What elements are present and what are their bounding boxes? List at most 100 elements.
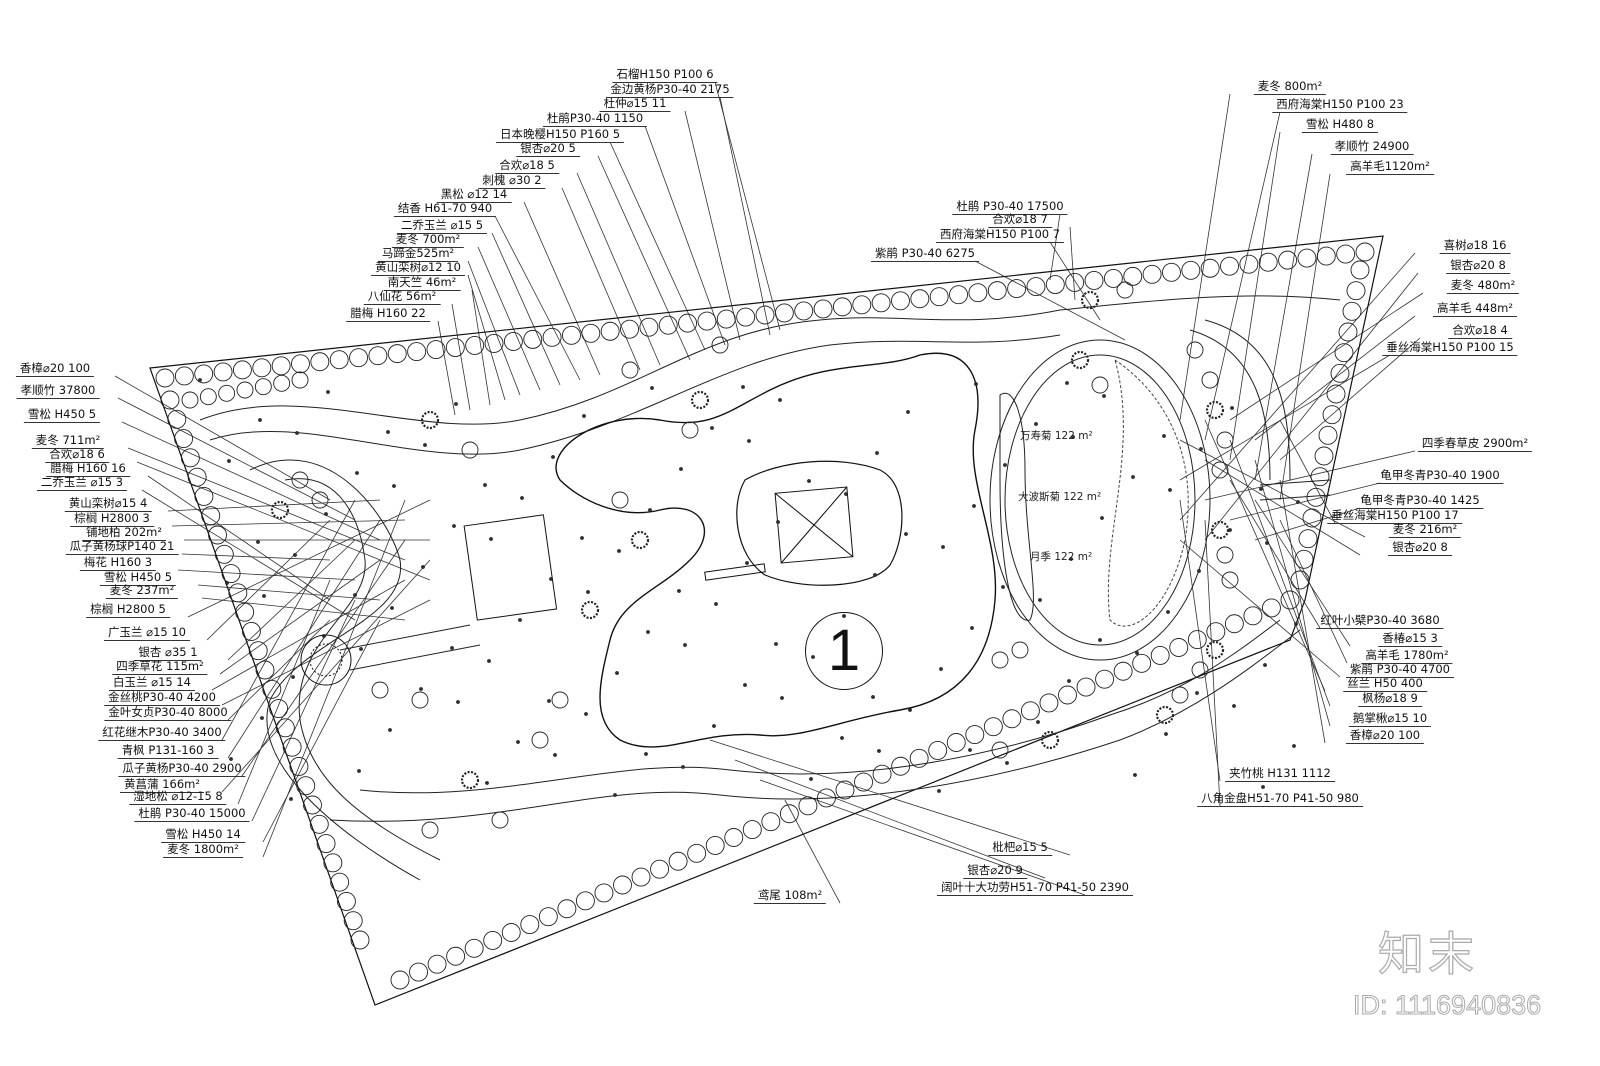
tree-icon <box>501 923 521 942</box>
tree-icon <box>1007 279 1027 299</box>
tree-icon <box>551 691 569 709</box>
leader-line <box>467 260 521 396</box>
tree-icon <box>465 336 485 355</box>
leader-line <box>117 397 356 521</box>
leader-line <box>127 447 406 561</box>
tree-icon <box>658 315 678 335</box>
tree-icon <box>1221 571 1239 589</box>
tree-icon <box>270 500 290 520</box>
shrub-icon <box>1166 610 1170 614</box>
tree-icon <box>1132 653 1152 673</box>
tree-icon <box>1205 640 1225 660</box>
tree-icon <box>1297 248 1317 268</box>
shrub-icon <box>487 659 491 663</box>
leader-line <box>1049 213 1061 281</box>
tree-icon <box>580 600 600 620</box>
shrub-icon <box>1067 679 1071 683</box>
shrub-icon <box>260 716 264 720</box>
plant-label: 棕榈 H2800 3 <box>70 512 154 527</box>
leader-line <box>974 260 1126 341</box>
shrub-icon <box>485 781 489 785</box>
plant-label: 白玉兰 ⌀15 14 <box>108 676 196 691</box>
tree-icon <box>491 811 509 829</box>
tree-icon <box>1294 549 1314 569</box>
shrub-symbols <box>198 378 1300 801</box>
tree-icon <box>446 946 466 966</box>
shrub-icon <box>293 553 297 557</box>
plant-label: 银杏⌀20 9 <box>963 864 1027 879</box>
tree-icon <box>705 835 725 855</box>
tree-icon <box>330 872 350 892</box>
leader-line <box>1279 479 1326 744</box>
tree-icon <box>1302 508 1322 528</box>
shrub-icon <box>258 418 262 422</box>
shrub-icon <box>840 736 844 740</box>
shrub-icon <box>1228 528 1232 532</box>
plant-label: 雪松 H450 5 <box>23 408 101 423</box>
leader-line <box>1229 292 1424 421</box>
leader-line <box>1179 499 1221 782</box>
leader-line <box>784 799 841 904</box>
tree-icon <box>991 741 1009 759</box>
shrub-icon <box>450 646 454 650</box>
tree-icon <box>1095 669 1115 689</box>
shrub-icon <box>1034 422 1038 426</box>
tree-icon <box>1298 529 1318 549</box>
shrub-icon <box>456 700 460 704</box>
tree-icon <box>991 651 1009 669</box>
leader-line <box>709 739 1071 856</box>
shrub-icon <box>968 748 972 752</box>
tree-icon <box>174 366 194 386</box>
leader-line <box>121 421 381 541</box>
tree-icon <box>269 699 289 719</box>
tree-icon <box>411 691 429 709</box>
tree-icon <box>1116 281 1134 299</box>
tree-icon <box>987 281 1007 301</box>
tree-icon <box>761 812 781 832</box>
shrub-icon <box>939 667 943 671</box>
zone-label-marigold: 万寿菊 122 m² <box>1020 430 1093 442</box>
tree-icon <box>213 362 233 382</box>
tree-icon <box>650 859 670 879</box>
plant-label: 雪松 H450 5 <box>99 571 177 586</box>
tree-icon <box>1162 262 1181 282</box>
plant-label: 西府海棠H150 P100 7 <box>935 228 1065 243</box>
shrub-icon <box>423 443 427 447</box>
shrub-icon <box>324 512 328 516</box>
plant-label: 西府海棠H150 P100 23 <box>1272 98 1408 113</box>
plant-label: 二乔玉兰 ⌀15 5 <box>396 219 488 234</box>
plant-label: 杜鹃 P30-40 15000 <box>134 807 250 822</box>
tree-icon <box>1191 661 1209 679</box>
plant-label: 青枫 P131-160 3 <box>117 744 219 759</box>
shrub-icon <box>551 455 555 459</box>
shrub-icon <box>778 398 782 402</box>
shrub-icon <box>1162 434 1166 438</box>
tree-icon <box>779 804 799 824</box>
shrub-icon <box>1197 569 1201 573</box>
tree-icon <box>1080 290 1100 310</box>
leader-line <box>1229 439 1331 707</box>
shrub-icon <box>747 439 751 443</box>
tree-icon <box>1091 376 1109 394</box>
shrub-icon <box>421 565 425 569</box>
leader-line <box>206 519 331 641</box>
plant-label: 杜鹃 P30-40 17500 <box>952 200 1068 215</box>
tree-icon <box>621 361 639 379</box>
shrub-icon <box>644 752 648 756</box>
tree-icon <box>1113 661 1133 681</box>
tree-icon <box>503 331 523 351</box>
plant-label: 瓜子黄杨球P140 21 <box>65 540 179 555</box>
shrub-icon <box>1098 638 1102 642</box>
plant-label: 银杏 ⌀35 1 <box>134 646 202 661</box>
flower-bed <box>999 392 1034 621</box>
tree-icon <box>1262 598 1281 618</box>
leader-line <box>1254 153 1313 481</box>
tree-icon <box>1278 250 1298 270</box>
shrub-icon <box>1102 394 1106 398</box>
shrub-icon <box>549 577 553 581</box>
tree-icon <box>1239 254 1259 274</box>
shrub-icon <box>1005 761 1009 765</box>
shrub-icon <box>613 793 617 797</box>
shrub-icon <box>683 643 687 647</box>
leader-line <box>237 579 331 805</box>
